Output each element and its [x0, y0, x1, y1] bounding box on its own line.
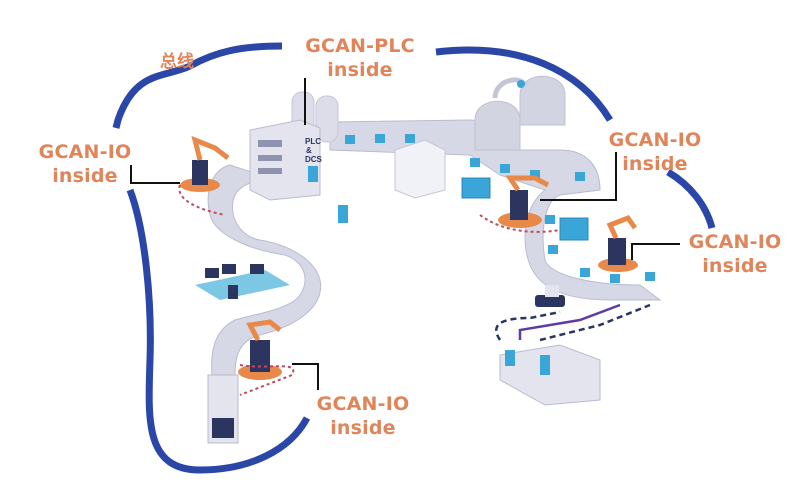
agv-robot — [535, 285, 565, 307]
robot-arm-left — [180, 135, 230, 192]
cabinet-text-amp: & — [306, 146, 312, 155]
bus-segment-top-right — [435, 46, 614, 122]
agv-paths — [495, 303, 651, 342]
leader-io-bottom — [292, 363, 319, 390]
bus-segment-right — [666, 168, 716, 229]
gcan-io-title: GCAN-IO — [38, 141, 132, 163]
gcan-io-title: GCAN-IO — [608, 129, 702, 151]
robot-arm-right — [598, 214, 638, 272]
gcan-io-title: GCAN-IO — [316, 393, 410, 415]
gcan-io-subtitle: inside — [702, 255, 768, 277]
leader-io-left — [130, 165, 180, 184]
gcan-io-title: GCAN-IO — [688, 231, 782, 253]
gcan-plc-title: GCAN-PLC — [305, 35, 415, 57]
gcan-io-label-bottom: GCAN-IO inside — [308, 392, 418, 440]
output-station — [207, 374, 239, 444]
robot-arm-bottom — [238, 319, 282, 380]
safety-paths — [178, 184, 561, 396]
gcan-plc-subtitle: inside — [327, 59, 393, 81]
box-pallets — [461, 177, 589, 241]
leader-io-right-upper — [540, 152, 617, 201]
plc-dcs-cabinet: PLC & DCS — [249, 119, 323, 201]
cabinet-text-dcs: DCS — [305, 155, 323, 164]
workers — [308, 166, 550, 375]
gcan-io-label-right-upper: GCAN-IO inside — [600, 128, 710, 176]
fieldbus-label: 总线 — [160, 52, 194, 72]
leader-lines — [130, 78, 680, 390]
leader-io-right-lower — [631, 243, 680, 260]
conveyor-boxes — [345, 134, 655, 283]
gcan-io-label-left: GCAN-IO inside — [30, 140, 140, 188]
fieldbus-line — [112, 42, 716, 474]
robot-arm-center — [498, 175, 550, 228]
gcan-io-subtitle: inside — [330, 417, 396, 439]
control-desk — [195, 264, 290, 300]
storage-tanks — [474, 75, 566, 151]
bus-segment-left — [126, 188, 311, 474]
packaging-machine — [394, 139, 446, 199]
gcan-io-label-right-lower: GCAN-IO inside — [680, 230, 790, 278]
gcan-plc-label: GCAN-PLC inside — [290, 34, 430, 82]
gcan-io-subtitle: inside — [622, 153, 688, 175]
cabinet-text-plc: PLC — [305, 137, 321, 146]
bus-segment-top-left — [112, 42, 283, 129]
gcan-io-subtitle: inside — [52, 165, 118, 187]
